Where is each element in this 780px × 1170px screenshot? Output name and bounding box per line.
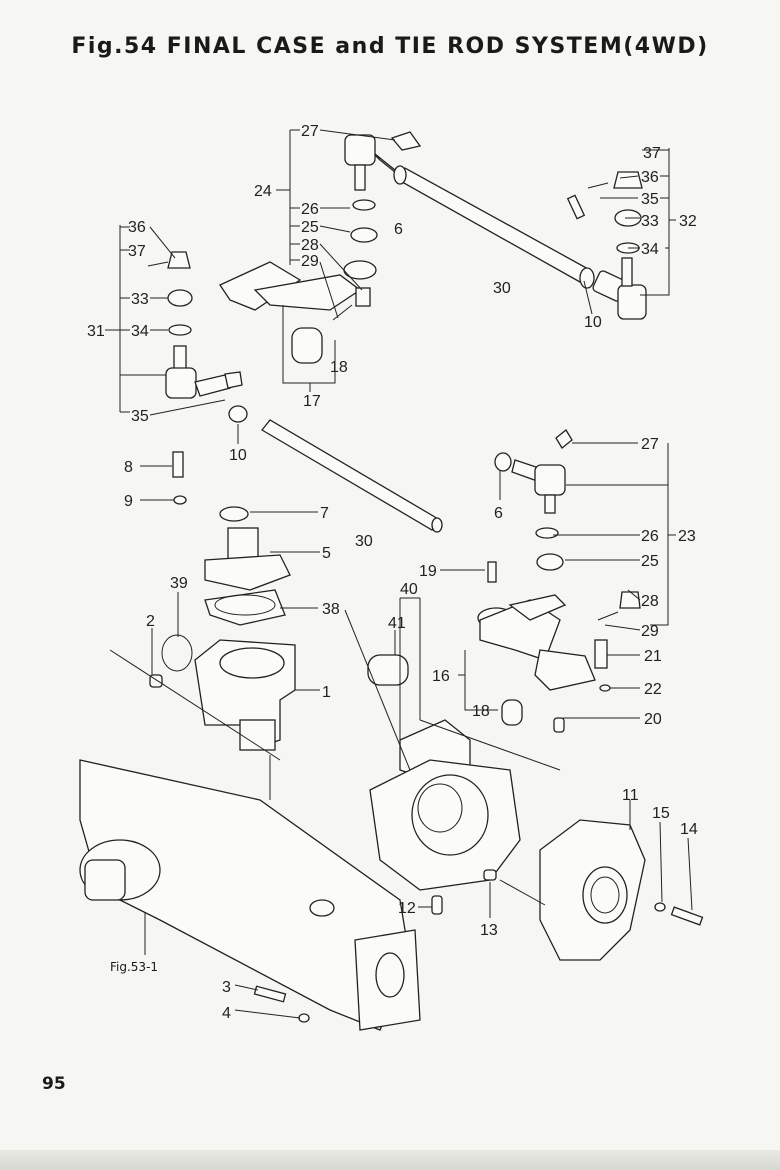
upper-knuckle-arm <box>219 199 378 364</box>
callout-3: 3 <box>222 979 231 996</box>
callout-20: 20 <box>644 711 662 728</box>
callout-6b: 6 <box>494 505 503 522</box>
callout-14: 14 <box>680 821 698 838</box>
lower-knuckle-arm <box>477 561 611 733</box>
callout-24: 24 <box>254 183 272 200</box>
callout-31: 31 <box>87 323 105 340</box>
callout-18b: 18 <box>472 703 490 720</box>
callout-7: 7 <box>320 505 329 522</box>
callout-36: 36 <box>641 169 659 186</box>
callout-34: 34 <box>131 323 149 340</box>
callout-26b: 26 <box>641 528 659 545</box>
callout-35: 35 <box>641 191 659 208</box>
callout-6: 6 <box>394 221 403 238</box>
steering-case <box>194 639 296 751</box>
callout-33b: 33 <box>641 213 659 230</box>
callout-18: 18 <box>330 359 348 376</box>
callout-19: 19 <box>419 563 437 580</box>
callout-27: 27 <box>301 123 319 140</box>
final-case <box>367 654 521 915</box>
callout-30: 30 <box>493 280 511 297</box>
callout-32: 32 <box>679 213 697 230</box>
axle-housing <box>79 759 421 1031</box>
callout-30b: 30 <box>355 533 373 550</box>
callout-39: 39 <box>170 575 188 592</box>
page-title: Fig.54 FINAL CASE and TIE ROD SYSTEM(4WD… <box>71 34 709 59</box>
callout-29b: 29 <box>641 623 659 640</box>
callout-27b: 27 <box>641 436 659 453</box>
callout-35b: 35 <box>131 408 149 425</box>
final-cover <box>539 819 704 961</box>
scan-edge <box>0 1150 780 1170</box>
leader-lines <box>105 129 693 1019</box>
callout-1: 1 <box>322 684 331 701</box>
figure-reference-label: Fig.53-1 <box>110 960 159 974</box>
callout-12: 12 <box>398 900 416 917</box>
callout-25b: 25 <box>641 553 659 570</box>
callout-36b: 36 <box>128 219 146 236</box>
callout-9: 9 <box>124 493 133 510</box>
callout-28b: 28 <box>641 593 659 610</box>
upper-tie-rod <box>344 131 647 320</box>
callout-4: 4 <box>222 1005 231 1022</box>
callout-29: 29 <box>301 253 319 270</box>
callout-13: 13 <box>480 922 498 939</box>
lower-tie-rod <box>261 419 443 533</box>
callout-10b: 10 <box>229 447 247 464</box>
callout-8: 8 <box>124 459 133 476</box>
callout-17: 17 <box>303 393 321 410</box>
callout-41: 41 <box>388 615 406 632</box>
callout-16: 16 <box>432 668 450 685</box>
callout-28: 28 <box>301 237 319 254</box>
callout-labels: 1 2 3 4 5 6 6 7 8 9 10 10 11 12 13 14 15… <box>87 123 698 1022</box>
callout-38: 38 <box>322 601 340 618</box>
bearing-cap <box>149 451 291 688</box>
page-number: 95 <box>42 1074 66 1094</box>
right-lower-tie-rod-end <box>494 429 641 621</box>
left-tie-rod-end <box>147 251 248 423</box>
callout-26: 26 <box>301 201 319 218</box>
callout-11: 11 <box>622 787 639 804</box>
callout-34b: 34 <box>641 241 659 258</box>
callout-22: 22 <box>644 681 662 698</box>
callout-5: 5 <box>322 545 331 562</box>
callout-40: 40 <box>400 581 418 598</box>
callout-21: 21 <box>644 648 662 665</box>
callout-33: 33 <box>131 291 149 308</box>
callout-10: 10 <box>584 314 602 331</box>
callout-23: 23 <box>678 528 696 545</box>
callout-15: 15 <box>652 805 670 822</box>
callout-2: 2 <box>146 613 155 630</box>
callout-37: 37 <box>643 145 661 162</box>
callout-37b: 37 <box>128 243 146 260</box>
callout-25: 25 <box>301 219 319 236</box>
